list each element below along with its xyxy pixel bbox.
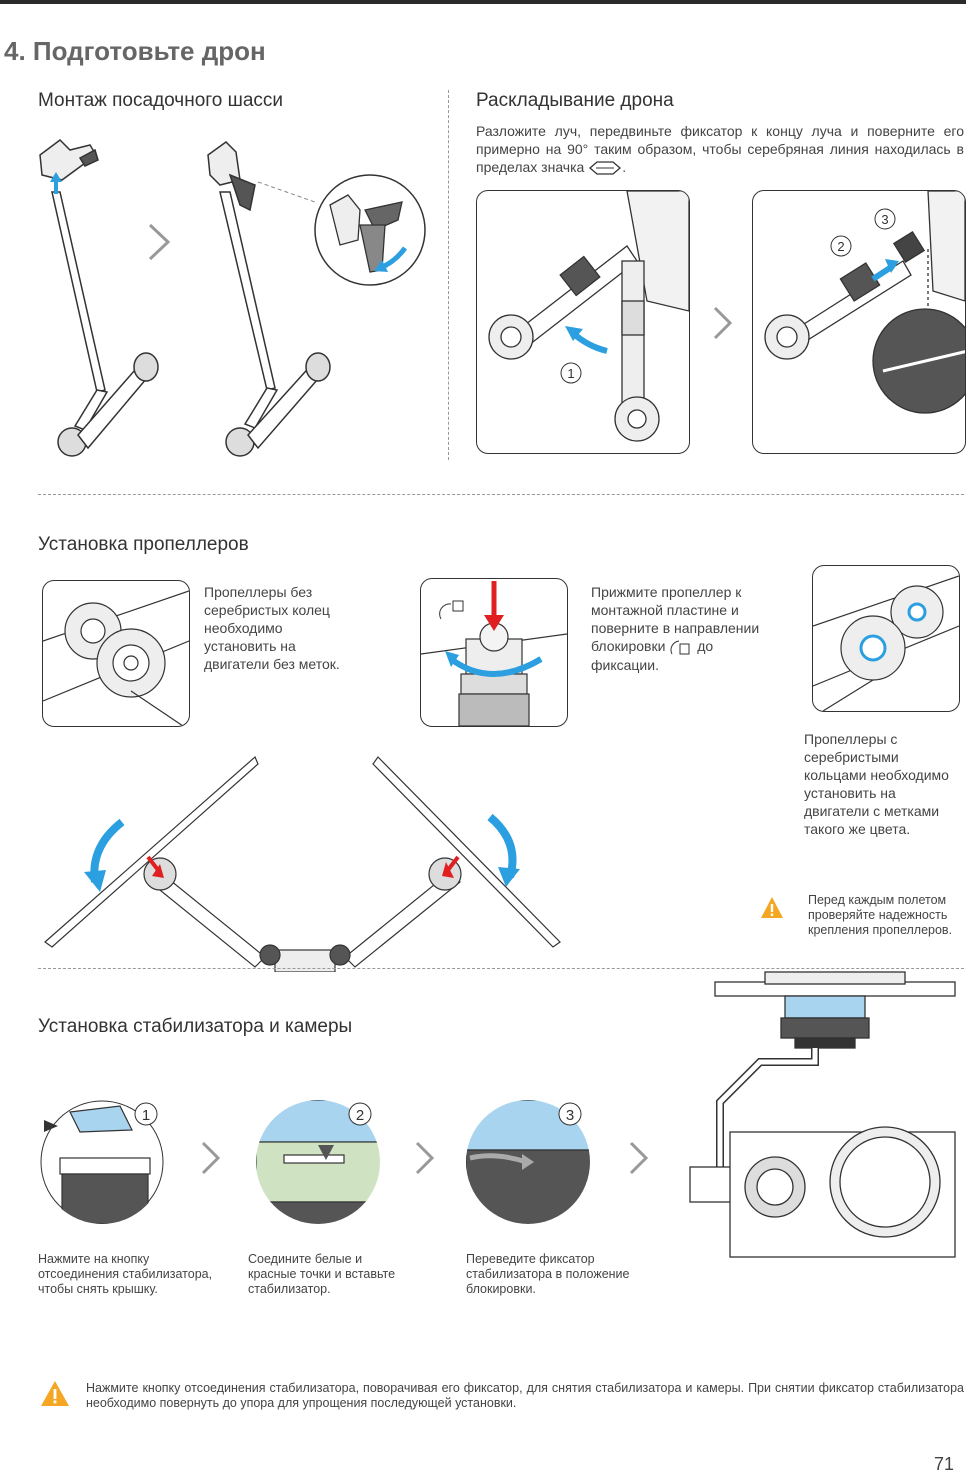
propeller-no-mark-text: Пропеллеры без серебристых колец необход… <box>204 584 340 672</box>
gimbal-step-3-label: 3 <box>566 1107 574 1124</box>
page-title: 4. Подготовьте дрон <box>4 36 266 66</box>
next-arrow-icon <box>629 1141 649 1175</box>
propeller-press-panel <box>420 578 568 727</box>
gimbal-step-1-label: 1 <box>142 1107 150 1124</box>
section-divider <box>38 494 964 495</box>
propeller-warning-text: Перед каждым полетом проверяйте надежнос… <box>808 893 953 937</box>
gimbal-warning-text: Нажмите кнопку отсоединения стабилизатор… <box>86 1381 964 1410</box>
landing-gear-illustration <box>39 139 426 457</box>
warning-icon <box>41 1381 69 1406</box>
next-arrow-icon <box>201 1141 221 1175</box>
unfold-step-b-panel: 2 3 <box>752 190 966 454</box>
unfold-step-a-panel: 1 <box>476 190 690 454</box>
gimbal-camera-illustration <box>689 971 956 1258</box>
unfolding-text: Разложите луч, передвиньте фиксатор к ко… <box>476 122 964 176</box>
gimbal-caption-3: Переведите фиксатор стабилизатора в поло… <box>466 1252 630 1296</box>
unfolding-text-end: . <box>622 159 627 175</box>
next-arrow-icon <box>713 306 733 340</box>
gimbal-caption-1: Нажмите на кнопку отсоединения стабилиза… <box>38 1252 213 1296</box>
lock-range-icon <box>588 161 622 175</box>
propeller-marked-text: Пропеллеры с серебристыми кольцами необх… <box>804 731 949 837</box>
unfolding-heading: Раскладывание дрона <box>476 90 674 111</box>
propeller-marked-panel <box>812 565 960 712</box>
gimbal-step-3-illustration: 3 <box>466 1100 590 1224</box>
step-1-label: 1 <box>567 366 574 381</box>
landing-gear-heading: Монтаж посадочного шасси <box>38 90 284 111</box>
lock-direction-icon <box>669 638 693 656</box>
column-divider <box>448 90 449 460</box>
propeller-press-text-main: Прижмите пропеллер к монтажной пластине … <box>591 584 760 654</box>
propeller-no-mark-panel <box>42 580 190 727</box>
gimbal-step-1-illustration: 1 <box>40 1100 164 1224</box>
step-3-label: 3 <box>881 212 888 227</box>
step-2-label: 2 <box>837 239 844 254</box>
propellers-heading: Установка пропеллеров <box>38 534 249 555</box>
top-rule <box>0 0 966 4</box>
gimbal-step-2-illustration: 2 <box>256 1100 380 1224</box>
gimbal-caption-2: Соедините белые и красные точки и вставь… <box>248 1252 396 1296</box>
warning-icon <box>761 897 783 918</box>
next-arrow-icon <box>148 223 171 261</box>
propellers-drone-illustration <box>44 756 561 972</box>
propeller-press-text-end: до фиксации. <box>591 638 714 674</box>
propeller-press-text: Прижмите пропеллер к монтажной пластине … <box>591 583 776 674</box>
gimbal-heading: Установка стабилизатора и камеры <box>38 1016 353 1037</box>
next-arrow-icon <box>415 1141 435 1175</box>
section-divider <box>38 968 964 969</box>
gimbal-step-2-label: 2 <box>356 1107 364 1124</box>
page-number: 71 <box>933 1454 954 1474</box>
unfolding-text-main: Разложите луч, передвиньте фиксатор к ко… <box>476 123 964 175</box>
